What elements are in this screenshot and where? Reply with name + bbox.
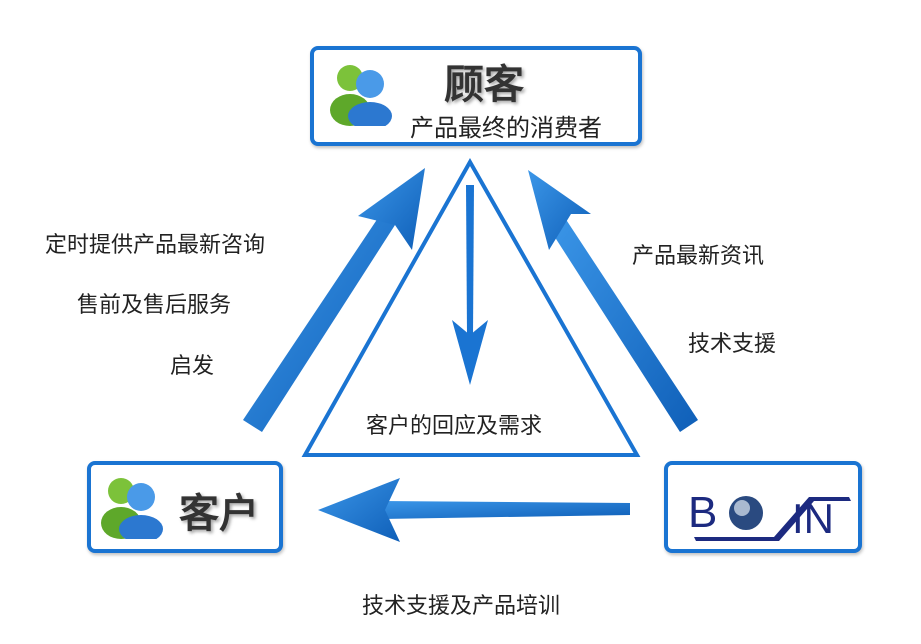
customer-consumer-node: 顾客 产品最终的消费者 (310, 46, 642, 146)
node-title: 客户 (179, 491, 259, 537)
node-subtitle: 产品最终的消费者 (410, 114, 602, 142)
triangle-label: 客户的回应及需求 (366, 414, 543, 439)
bottom-arrow-label: 技术支援及产品培训 (362, 594, 561, 619)
boin-node: B IN (664, 461, 862, 553)
right-arrow-label: 技术支援 (688, 332, 777, 357)
node-title: 顾客 (444, 62, 524, 108)
users-icon (330, 65, 392, 126)
left-arrow-label: 启发 (170, 354, 215, 379)
users-icon (101, 478, 163, 539)
svg-text:B: B (688, 488, 717, 537)
left-up-arrow (243, 168, 425, 432)
left-arrow-label: 售前及售后服务 (77, 293, 232, 318)
bottom-left-arrow (318, 478, 630, 542)
svg-text:IN: IN (792, 495, 834, 542)
client-node: 客户 (87, 461, 283, 553)
right-up-arrow (528, 170, 698, 432)
right-arrow-label: 产品最新资讯 (632, 244, 765, 269)
center-triangle (301, 157, 641, 457)
boin-logo: B IN (688, 488, 851, 542)
left-arrow-label: 定时提供产品最新咨询 (45, 233, 266, 258)
down-arrow (452, 185, 488, 385)
